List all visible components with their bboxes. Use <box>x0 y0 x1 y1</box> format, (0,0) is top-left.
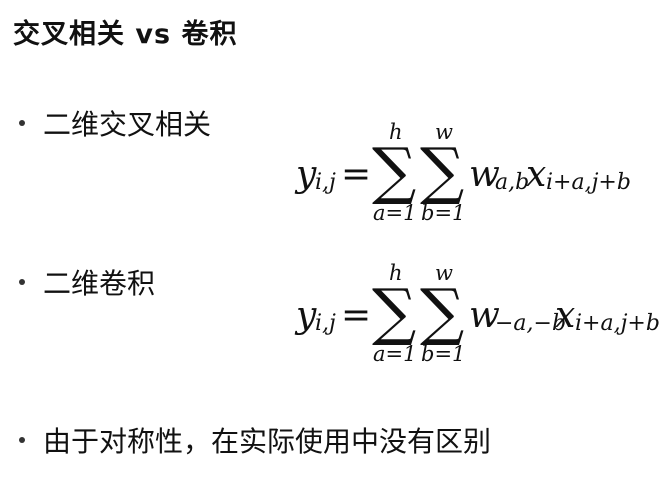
formula-lhs-subscript: i,j <box>315 170 336 195</box>
sum1-symbol: ∑ <box>372 275 417 348</box>
bullet-text: 二维卷积 <box>43 267 156 300</box>
formula-lhs-subscript: i,j <box>315 311 336 336</box>
bullet-convolution: 二维卷积 <box>19 262 155 302</box>
input-x: x <box>526 154 547 195</box>
bullet-cross-correlation: 二维交叉相关 <box>19 103 211 143</box>
formula-lhs: y <box>296 154 317 195</box>
bullet-text: 由于对称性，在实际使用中没有区别 <box>43 425 492 458</box>
page-title: 交叉相关 vs 卷积 <box>13 19 238 50</box>
formula-lhs: y <box>296 295 317 336</box>
sum1-upper-limit: h <box>389 261 403 285</box>
sum2-lower-limit: b=1 <box>421 201 466 225</box>
sum2-upper-limit: w <box>435 261 453 285</box>
kernel-w: w <box>469 295 500 336</box>
bullet-dot <box>19 437 25 443</box>
input-x-subscript: i+a,j+b <box>546 170 631 195</box>
bullet-dot <box>19 279 25 285</box>
sum2-lower-limit: b=1 <box>421 342 466 366</box>
formula-equals: = <box>341 154 372 195</box>
bullet-text: 二维交叉相关 <box>43 108 212 141</box>
input-x-subscript: i+a,j+b <box>575 311 660 336</box>
sum1-upper-limit: h <box>389 120 403 144</box>
formula-equals: = <box>341 295 372 336</box>
sum1-lower-limit: a=1 <box>373 201 417 225</box>
sum2-symbol: ∑ <box>420 275 465 348</box>
sum1-lower-limit: a=1 <box>373 342 417 366</box>
sum1-symbol: ∑ <box>372 134 417 207</box>
sum2-symbol: ∑ <box>420 134 465 207</box>
kernel-w: w <box>469 154 500 195</box>
input-x: x <box>555 295 576 336</box>
kernel-w-subscript: −a,−b <box>495 311 567 336</box>
sum2-upper-limit: w <box>435 120 453 144</box>
bullet-dot <box>19 120 25 126</box>
bullet-symmetry-note: 由于对称性，在实际使用中没有区别 <box>19 420 491 460</box>
kernel-w-subscript: a,b <box>495 170 530 195</box>
